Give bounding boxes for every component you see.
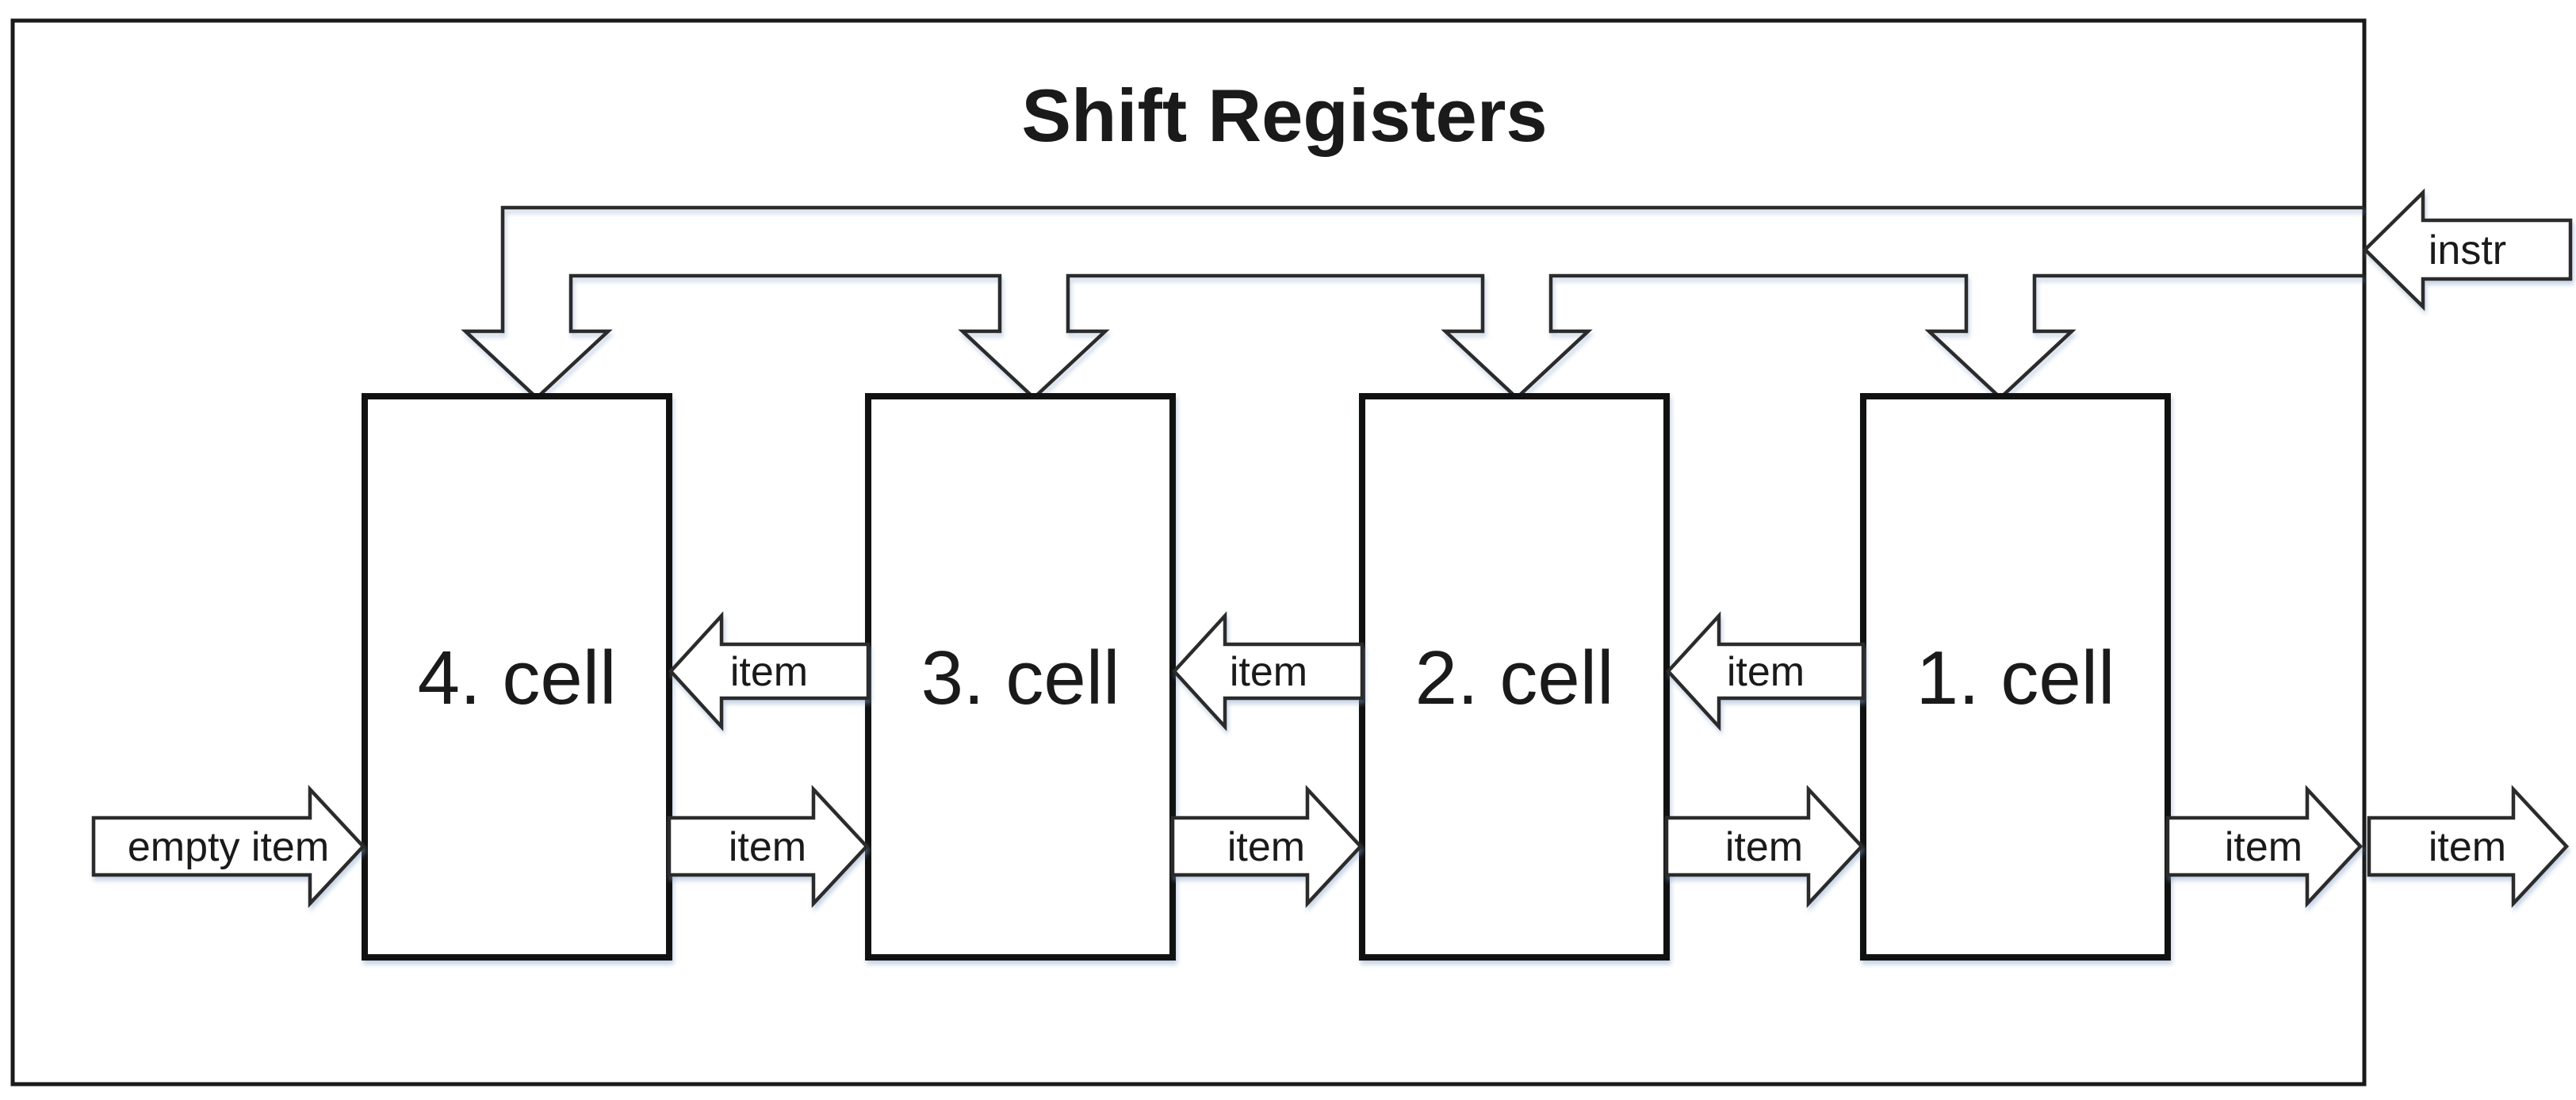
item-arrow-right-4-to-3-shape: [667, 785, 870, 908]
cell-1-box: [1860, 393, 2171, 961]
upper-item-arrows: item item item: [668, 611, 1866, 731]
item-arrow-right-output: item: [2367, 785, 2570, 908]
item-arrow-right-2-to-1-shape: [1664, 785, 1865, 908]
cell-3: 3. cell: [865, 393, 1176, 961]
instr-arrow-label: instr: [2429, 227, 2506, 273]
cell-3-box: [865, 393, 1176, 961]
cell-4-label: 4. cell: [418, 636, 617, 720]
item-arrow-right-1-to-edge-shape: [2165, 785, 2364, 908]
item-arrow-right-output-label: item: [2429, 824, 2506, 870]
item-arrow-left-2-to-3-label: item: [1230, 649, 1307, 695]
item-arrow-left-3-to-4-label: item: [730, 649, 808, 695]
item-arrow-right-2-to-1: item: [1664, 785, 1865, 908]
item-arrow-right-4-to-3-label: item: [729, 824, 806, 870]
empty-item-arrow: [91, 785, 366, 908]
empty-item-arrow-label: empty item: [128, 824, 329, 870]
item-arrow-left-3-to-4-shape: [668, 611, 871, 731]
item-arrow-left-1-to-2-shape: [1665, 611, 1866, 731]
item-arrow-right-3-to-2-label: item: [1227, 824, 1305, 870]
item-arrow-right-output-shape: [2367, 785, 2570, 908]
item-arrow-right-1-to-edge: item: [2165, 785, 2364, 908]
cell-2-box: [1359, 393, 1670, 961]
item-arrow-right-1-to-edge-label: item: [2225, 824, 2302, 870]
cell-2: 2. cell: [1359, 393, 1670, 961]
item-arrow-left-3-to-4: item: [668, 611, 871, 731]
item-arrow-right-2-to-1-label: item: [1725, 824, 1803, 870]
instr-arrow: [2362, 188, 2573, 311]
item-arrow-left-1-to-2: item: [1665, 611, 1866, 731]
item-arrow-left-2-to-3-shape: [1171, 611, 1365, 731]
cell-1: 1. cell: [1860, 393, 2171, 961]
instr-arrow-group: instr: [2362, 188, 2573, 311]
empty-item-arrow-group: empty item: [91, 785, 366, 908]
cell-4: 4. cell: [362, 393, 672, 961]
item-arrow-left-2-to-3: item: [1171, 611, 1365, 731]
item-arrow-right-4-to-3: item: [667, 785, 870, 908]
instr-bus-path: [461, 205, 2364, 401]
cell-4-box: [362, 393, 672, 961]
instr-bus: [461, 205, 2364, 401]
item-arrow-right-3-to-2: item: [1170, 785, 1364, 908]
item-arrow-left-1-to-2-label: item: [1727, 649, 1805, 695]
diagram-title: Shift Registers: [1021, 74, 1547, 157]
cell-1-label: 1. cell: [1916, 636, 2115, 720]
cell-2-label: 2. cell: [1415, 636, 1614, 720]
lower-item-arrows: empty item item item item item item: [91, 785, 2570, 908]
item-arrow-right-3-to-2-shape: [1170, 785, 1364, 908]
cells: 4. cell 3. cell 2. cell 1. cell: [362, 393, 2171, 961]
cell-3-label: 3. cell: [921, 636, 1120, 720]
